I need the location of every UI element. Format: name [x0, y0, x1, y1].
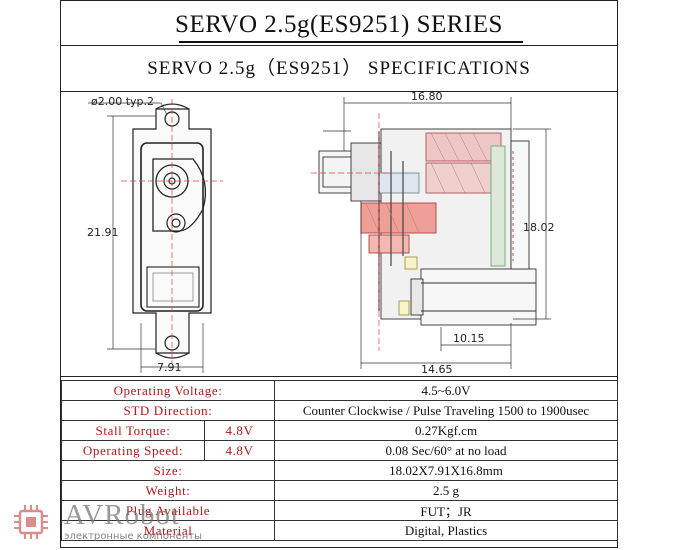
spec-label: Operating Speed: — [61, 440, 205, 461]
total-depth-dimension: 14.65 — [421, 363, 453, 376]
servo-section-view — [318, 128, 537, 326]
spec-row-direction: STD Direction: Counter Clockwise / Pulse… — [60, 400, 619, 421]
spec-label: Stall Torque: — [61, 420, 205, 441]
spec-label: Material — [60, 520, 276, 541]
technical-drawing: ø2.00 typ.2 21.91 7.91 — [61, 90, 617, 377]
spec-value: 0.27Kgf.cm — [274, 420, 619, 441]
spec-value: Counter Clockwise / Pulse Traveling 1500… — [274, 400, 619, 421]
spec-row-torque: Stall Torque: 4.8V 0.27Kgf.cm — [61, 420, 619, 441]
subtitle-row: SERVO 2.5g（ES9251） SPECIFICATIONS — [61, 45, 617, 92]
height-dimension-right: 18.02 — [523, 221, 555, 234]
inner-depth-dimension: 10.15 — [453, 332, 485, 345]
watermark-tagline: электронные компоненты — [64, 531, 202, 542]
watermark-brand: AVRobot — [64, 499, 181, 531]
spec-value: 18.02X7.91X16.8mm — [274, 460, 619, 481]
width-dimension-front: 7.91 — [157, 361, 182, 374]
spec-label: Size: — [60, 460, 276, 481]
spec-rows: Operating Voltage: 4.5~6.0V STD Directio… — [60, 380, 619, 541]
spec-voltage: 4.8V — [203, 440, 276, 461]
watermark: AVRobot электронные компоненты — [8, 497, 238, 549]
hole-dimension-label: ø2.00 typ.2 — [91, 95, 154, 108]
section-dimension-lines — [323, 97, 551, 369]
spec-value: 4.5~6.0V — [274, 380, 619, 401]
chip-icon — [14, 505, 48, 539]
spec-label: STD Direction: — [60, 400, 276, 421]
page-subtitle: SERVO 2.5g（ES9251） SPECIFICATIONS — [147, 58, 531, 79]
spec-sheet: SERVO 2.5g(ES9251) SERIES SERVO 2.5g（ES9… — [60, 0, 619, 548]
depth-dimension-top: 16.80 — [411, 91, 443, 103]
title-row: SERVO 2.5g(ES9251) SERIES — [61, 1, 617, 46]
specifications-table: Operating Voltage: 4.5~6.0V STD Directio… — [60, 380, 619, 541]
spec-row-voltage: Operating Voltage: 4.5~6.0V — [60, 380, 619, 401]
front-dimension-lines — [88, 102, 204, 373]
page-title: SERVO 2.5g(ES9251) SERIES — [175, 11, 503, 38]
spec-row-material: Material Digital, Plastics — [60, 520, 619, 541]
spec-label: Operating Voltage: — [60, 380, 276, 401]
spec-voltage: 4.8V — [203, 420, 276, 441]
servo-drawing-svg: ø2.00 typ.2 21.91 7.91 — [87, 90, 555, 376]
spec-value: 2.5 g — [274, 480, 619, 501]
title-underline — [179, 41, 523, 43]
front-center-lines — [121, 99, 223, 363]
spec-value: 0.08 Sec/60° at no load — [274, 440, 619, 461]
height-dimension-left: 21.91 — [87, 226, 119, 239]
spec-row-speed: Operating Speed: 4.8V 0.08 Sec/60° at no… — [61, 440, 619, 461]
spec-value: FUT；JR — [274, 500, 619, 521]
spec-row-size: Size: 18.02X7.91X16.8mm — [60, 460, 619, 481]
spec-value: Digital, Plastics — [274, 520, 619, 541]
section-center-lines — [311, 113, 391, 351]
